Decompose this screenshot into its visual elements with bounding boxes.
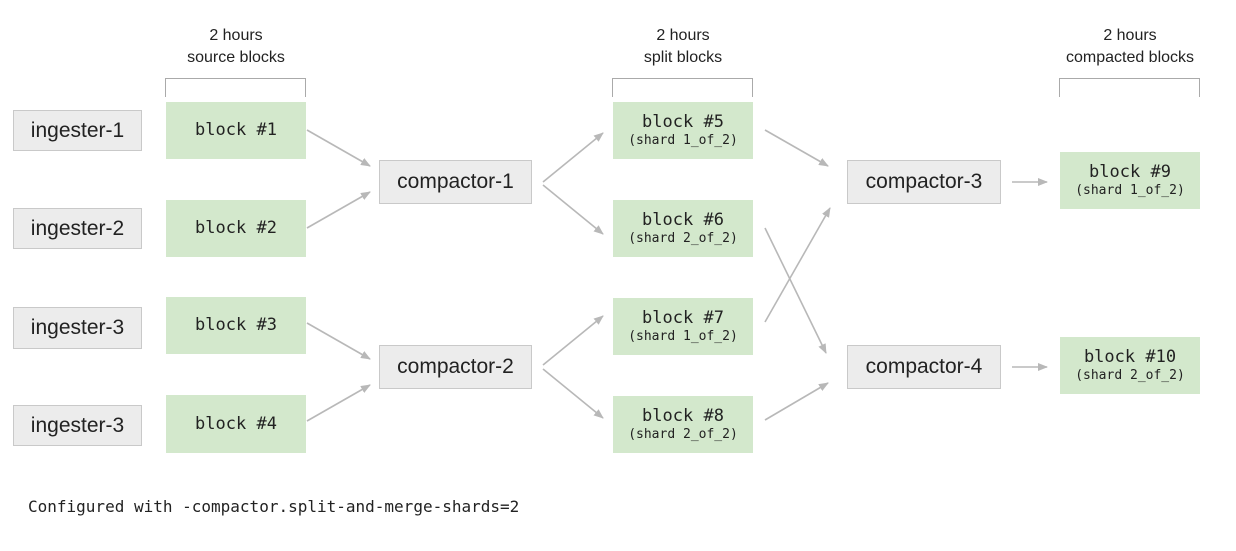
arrow-block3-to-compactor2 xyxy=(306,322,371,360)
arrow-block5-to-compactor3 xyxy=(764,129,829,167)
arrow-block2-to-compactor1 xyxy=(306,191,371,229)
config-footer: Configured with -compactor.split-and-mer… xyxy=(28,497,520,516)
source-blocks-header: 2 hours source blocks xyxy=(136,25,336,69)
block-2: block #2 xyxy=(166,200,306,257)
ingester-label: ingester-3 xyxy=(30,413,125,437)
arrow-compactor1-to-block5 xyxy=(542,132,604,183)
ingester-2-node: ingester-2 xyxy=(13,208,142,249)
block-label: block #10 xyxy=(1083,347,1177,367)
shard-label: (shard 1_of_2) xyxy=(628,329,738,344)
block-label: block #2 xyxy=(195,218,277,238)
block-10: block #10 (shard 2_of_2) xyxy=(1060,337,1200,394)
split-header-line2: split blocks xyxy=(643,49,723,66)
arrow-block4-to-compactor2 xyxy=(306,384,371,422)
compactor-label: compactor-4 xyxy=(865,355,983,378)
block-4: block #4 xyxy=(166,395,306,453)
block-label: block #9 xyxy=(1089,162,1171,182)
arrow-compactor2-to-block7 xyxy=(542,315,604,366)
shard-label: (shard 2_of_2) xyxy=(628,427,738,442)
ingester-3-node: ingester-3 xyxy=(13,307,142,349)
arrow-block7-to-compactor3 xyxy=(764,207,831,323)
compactor-1-node: compactor-1 xyxy=(379,160,532,204)
compactor-2-node: compactor-2 xyxy=(379,345,532,389)
source-header-line2: source blocks xyxy=(187,49,285,66)
split-blocks-bracket xyxy=(612,78,753,97)
block-3: block #3 xyxy=(166,297,306,354)
compactor-label: compactor-3 xyxy=(865,170,983,193)
compacted-blocks-bracket xyxy=(1059,78,1200,97)
compacted-blocks-header: 2 hours compacted blocks xyxy=(1030,25,1230,69)
ingester-1-node: ingester-1 xyxy=(13,110,142,151)
block-label: block #1 xyxy=(195,120,277,140)
arrow-block1-to-compactor1 xyxy=(306,129,371,167)
compactor-label: compactor-2 xyxy=(397,355,514,378)
block-5: block #5 (shard 1_of_2) xyxy=(613,102,753,159)
ingester-label: ingester-2 xyxy=(30,216,125,240)
block-9: block #9 (shard 1_of_2) xyxy=(1060,152,1200,209)
ingester-label: ingester-3 xyxy=(30,316,125,339)
shard-label: (shard 2_of_2) xyxy=(1075,368,1185,383)
block-label: block #4 xyxy=(195,413,277,434)
arrow-block6-to-compactor4 xyxy=(764,227,827,354)
ingester-4-node: ingester-3 xyxy=(13,405,142,446)
source-header-line1: 2 hours xyxy=(209,27,263,44)
block-label: block #3 xyxy=(195,315,277,335)
compactor-label: compactor-1 xyxy=(397,170,514,193)
block-label: block #5 xyxy=(642,112,724,132)
block-label: block #6 xyxy=(642,210,724,230)
compactor-3-node: compactor-3 xyxy=(847,160,1001,204)
shard-label: (shard 1_of_2) xyxy=(628,133,738,148)
arrow-block8-to-compactor4 xyxy=(764,382,829,421)
source-blocks-bracket xyxy=(165,78,306,97)
compacted-header-line1: 2 hours xyxy=(1103,27,1157,44)
block-label: block #7 xyxy=(642,308,724,328)
ingester-label: ingester-1 xyxy=(30,118,125,142)
shard-label: (shard 1_of_2) xyxy=(1075,183,1185,198)
block-6: block #6 (shard 2_of_2) xyxy=(613,200,753,257)
block-label: block #8 xyxy=(642,406,724,426)
split-header-line1: 2 hours xyxy=(656,27,710,44)
block-7: block #7 (shard 1_of_2) xyxy=(613,298,753,355)
compacted-header-line2: compacted blocks xyxy=(1065,49,1195,66)
split-blocks-header: 2 hours split blocks xyxy=(583,25,783,69)
shard-label: (shard 2_of_2) xyxy=(628,231,738,246)
compactor-4-node: compactor-4 xyxy=(847,345,1001,389)
arrow-compactor1-to-block6 xyxy=(542,184,604,235)
block-8: block #8 (shard 2_of_2) xyxy=(613,396,753,453)
arrow-compactor2-to-block8 xyxy=(542,368,604,419)
block-1: block #1 xyxy=(166,102,306,159)
